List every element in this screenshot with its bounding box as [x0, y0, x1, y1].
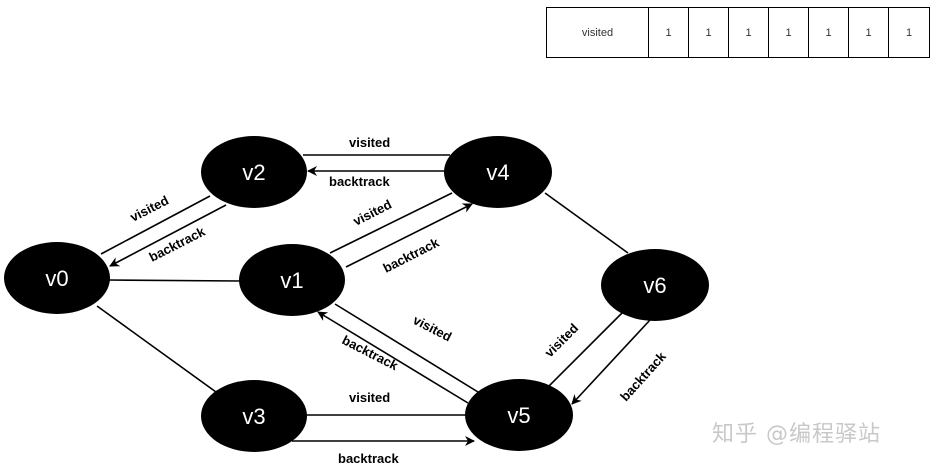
edge-v0-v1 — [107, 279, 241, 282]
label-v0-v2-backtrack: backtrack — [147, 223, 209, 264]
node-v2: v2 — [201, 136, 307, 208]
label-v3-v5-backtrack: backtrack — [338, 451, 399, 466]
watermark: 知乎 @编程驿站 — [712, 422, 881, 447]
node-label: v3 — [242, 404, 265, 429]
label-v1-v5-visited: visited — [411, 312, 455, 344]
node-label: v4 — [486, 160, 509, 185]
node-label: v6 — [643, 273, 666, 298]
edge-v6-v5-backtrack — [571, 319, 651, 405]
edge-v0-v3 — [96, 305, 217, 393]
visited-cell: 1 — [769, 8, 809, 57]
edge-v5-v1-backtrack — [317, 311, 469, 404]
visited-array-header: visited — [547, 8, 649, 57]
node-v5: v5 — [465, 379, 573, 451]
node-v0: v0 — [4, 242, 110, 314]
visited-cell: 1 — [809, 8, 849, 57]
label-v6-v5-backtrack: backtrack — [617, 348, 669, 404]
node-v3: v3 — [201, 380, 307, 452]
node-v4: v4 — [444, 136, 552, 208]
node-label: v2 — [242, 160, 265, 185]
node-v6: v6 — [601, 249, 709, 321]
node-label: v5 — [507, 403, 530, 428]
edge-v4-v6 — [544, 192, 629, 254]
label-v2-v4-visited: visited — [349, 135, 390, 150]
node-v1: v1 — [239, 244, 345, 316]
visited-cell: 1 — [689, 8, 729, 57]
node-label: v1 — [280, 268, 303, 293]
edge-v1-v4-backtrack — [345, 203, 473, 268]
visited-cell: 1 — [729, 8, 769, 57]
visited-cell: 1 — [905, 26, 913, 39]
edge-v1-v4-visited — [329, 192, 453, 254]
edge-v6-v5-visited — [548, 312, 623, 387]
label-v4-v2-backtrack: backtrack — [329, 174, 390, 189]
label-v3-v5-visited: visited — [349, 390, 390, 405]
visited-cell: 1 — [849, 8, 889, 57]
visited-array-table: visited 1 1 1 1 1 1 1 — [546, 7, 930, 58]
edge-v2-v0-backtrack — [109, 204, 227, 267]
edge-v2-v0-visited — [100, 195, 211, 255]
label-v1-v4-backtrack: backtrack — [381, 234, 443, 275]
label-v6-v5-visited: visited — [542, 320, 582, 360]
visited-cell: 1 — [649, 8, 689, 57]
node-label: v0 — [45, 266, 68, 291]
edge-v1-v5-visited — [334, 303, 479, 393]
